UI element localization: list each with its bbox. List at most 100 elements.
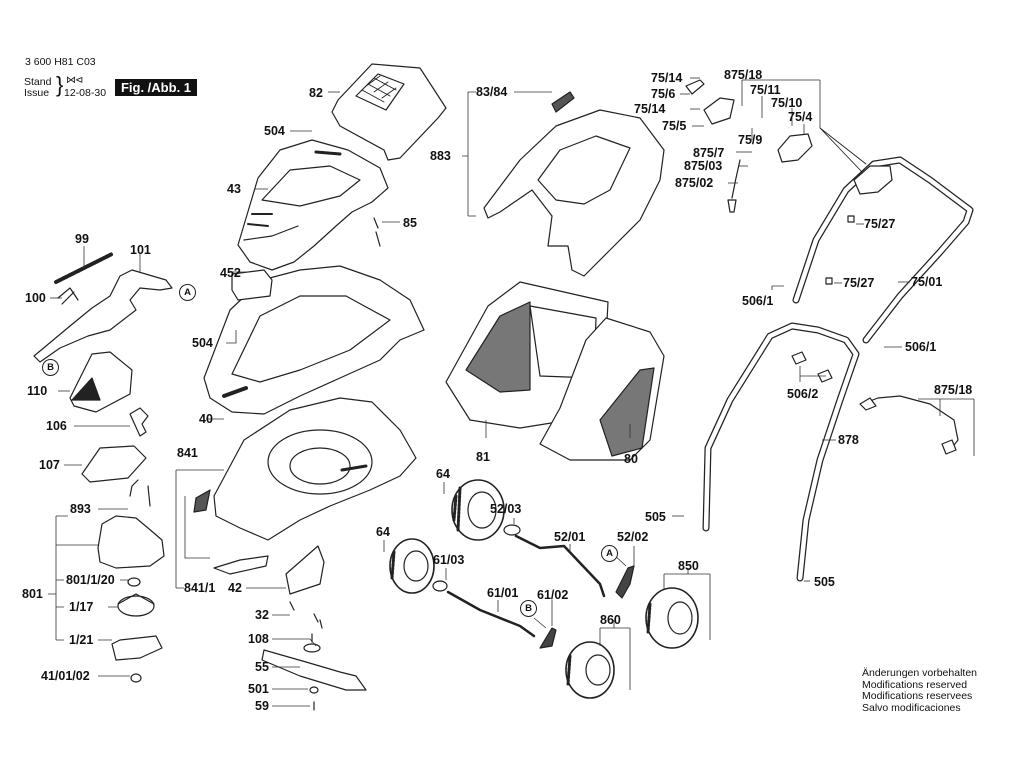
part-106-latch: [129, 407, 149, 437]
label-32[interactable]: 32: [255, 608, 269, 622]
label-61-02[interactable]: 61/02: [537, 588, 569, 602]
label-85[interactable]: 85: [403, 216, 417, 230]
label-875-03[interactable]: 875/03: [684, 159, 723, 173]
part-506-2-clamp: [791, 351, 807, 365]
label-504-top[interactable]: 504: [264, 124, 285, 138]
part-452-badge: [231, 269, 273, 301]
label-100[interactable]: 100: [25, 291, 46, 305]
part-61-02-lever: [539, 627, 557, 649]
label-875-02[interactable]: 875/02: [675, 176, 714, 190]
note-fr: Modifications reservees: [862, 690, 973, 702]
part-80-grass-bag: [539, 317, 665, 461]
label-505-upper[interactable]: 505: [645, 510, 666, 524]
label-99[interactable]: 99: [75, 232, 89, 246]
note-en: Modifications reserved: [862, 678, 968, 691]
issue-date: 12-08-30: [64, 87, 107, 99]
part-100-clip: [57, 287, 79, 305]
modification-notes: Änderungen vorbehalten Modifications res…: [862, 667, 977, 714]
part-number: 3 600 H81 C03: [25, 56, 96, 68]
label-505-lower[interactable]: 505: [814, 575, 835, 589]
label-108[interactable]: 108: [248, 632, 269, 646]
label-875-18-top[interactable]: 875/18: [724, 68, 763, 82]
label-83-84[interactable]: 83/84: [476, 85, 508, 99]
label-107[interactable]: 107: [39, 458, 60, 472]
label-841[interactable]: 841: [177, 446, 198, 460]
label-850[interactable]: 850: [678, 559, 699, 573]
label-75-14-top[interactable]: 75/14: [651, 71, 683, 85]
label-64-lower[interactable]: 64: [376, 525, 390, 539]
part-75-27-clip-2: [825, 277, 833, 285]
label-41-01-02[interactable]: 41/01/02: [41, 669, 90, 683]
label-506-1-left[interactable]: 506/1: [742, 294, 774, 308]
part-40-chassis: [203, 265, 425, 415]
label-801[interactable]: 801: [22, 587, 43, 601]
label-75-27-upper[interactable]: 75/27: [864, 217, 896, 231]
label-452[interactable]: 452: [220, 266, 241, 280]
label-75-9[interactable]: 75/9: [738, 133, 763, 147]
part-52-03-bushing: [503, 524, 521, 536]
note-es: Salvo modificaciones: [862, 701, 961, 714]
label-55[interactable]: 55: [255, 660, 269, 674]
label-59[interactable]: 59: [255, 699, 269, 713]
label-82[interactable]: 82: [309, 86, 323, 100]
part-75-27-clip: [847, 215, 855, 223]
part-110-flap: [69, 351, 133, 413]
label-75-14-mid[interactable]: 75/14: [634, 102, 666, 116]
part-42-deflector: [285, 545, 325, 595]
label-1-17[interactable]: 1/17: [69, 600, 94, 614]
label-875-18-lower[interactable]: 875/18: [934, 383, 973, 397]
label-43[interactable]: 43: [227, 182, 241, 196]
label-875-7[interactable]: 875/7: [693, 146, 725, 160]
label-893[interactable]: 893: [70, 502, 91, 516]
label-801-1-20[interactable]: 801/1/20: [66, 573, 115, 587]
label-75-11[interactable]: 75/11: [750, 83, 781, 97]
label-101[interactable]: 101: [130, 243, 151, 257]
part-43-upper-housing: [237, 139, 389, 271]
label-75-4[interactable]: 75/4: [788, 110, 813, 124]
label-81[interactable]: 81: [476, 450, 490, 464]
label-883[interactable]: 883: [430, 149, 451, 163]
issue-label: Issue: [24, 87, 50, 99]
part-wheel-rear-upper: [451, 479, 505, 541]
label-64-upper[interactable]: 64: [436, 467, 450, 481]
label-61-01[interactable]: 61/01: [487, 586, 519, 600]
label-75-01[interactable]: 75/01: [911, 275, 943, 289]
label-61-03[interactable]: 61/03: [433, 553, 465, 567]
leader-lines: [48, 77, 975, 707]
label-52-02[interactable]: 52/02: [617, 530, 649, 544]
part-61-01-axle: [446, 590, 536, 638]
part-841-1-flap-set: [213, 555, 269, 575]
label-75-5[interactable]: 75/5: [662, 119, 687, 133]
label-504-mid[interactable]: 504: [192, 336, 213, 350]
part-801-motor: [97, 515, 165, 683]
part-850-wheel: [645, 587, 699, 649]
part-wheel-front-upper: [389, 538, 435, 594]
part-875-18-cable: [861, 395, 959, 451]
label-110[interactable]: 110: [27, 384, 48, 398]
stand-label: Stand: [24, 76, 52, 88]
part-107-tray: [81, 445, 147, 483]
label-80[interactable]: 80: [624, 452, 638, 466]
part-878-lower-handle: [702, 322, 860, 582]
label-106[interactable]: 106: [46, 419, 67, 433]
label-1-21[interactable]: 1/21: [69, 633, 94, 647]
label-506-2[interactable]: 506/2: [787, 387, 819, 401]
label-506-1-right[interactable]: 506/1: [905, 340, 937, 354]
part-75-5-switch-housing: [703, 97, 735, 125]
label-75-10[interactable]: 75/10: [771, 96, 803, 110]
label-40[interactable]: 40: [199, 412, 213, 426]
part-893-wires: [129, 479, 151, 507]
label-52-01[interactable]: 52/01: [554, 530, 586, 544]
figure-label: Fig. /Abb. 1: [115, 79, 197, 96]
label-42[interactable]: 42: [228, 581, 242, 595]
label-878[interactable]: 878: [838, 433, 859, 447]
label-75-27-lower[interactable]: 75/27: [843, 276, 875, 290]
label-501[interactable]: 501: [248, 682, 269, 696]
part-875-02-cable: [727, 159, 741, 213]
part-101-lever: [33, 269, 173, 363]
label-841-1[interactable]: 841/1: [184, 581, 216, 595]
label-75-6[interactable]: 75/6: [651, 87, 676, 101]
label-52-03[interactable]: 52/03: [490, 502, 522, 516]
label-860[interactable]: 860: [600, 613, 621, 627]
callout-a-lever: A: [601, 545, 618, 562]
